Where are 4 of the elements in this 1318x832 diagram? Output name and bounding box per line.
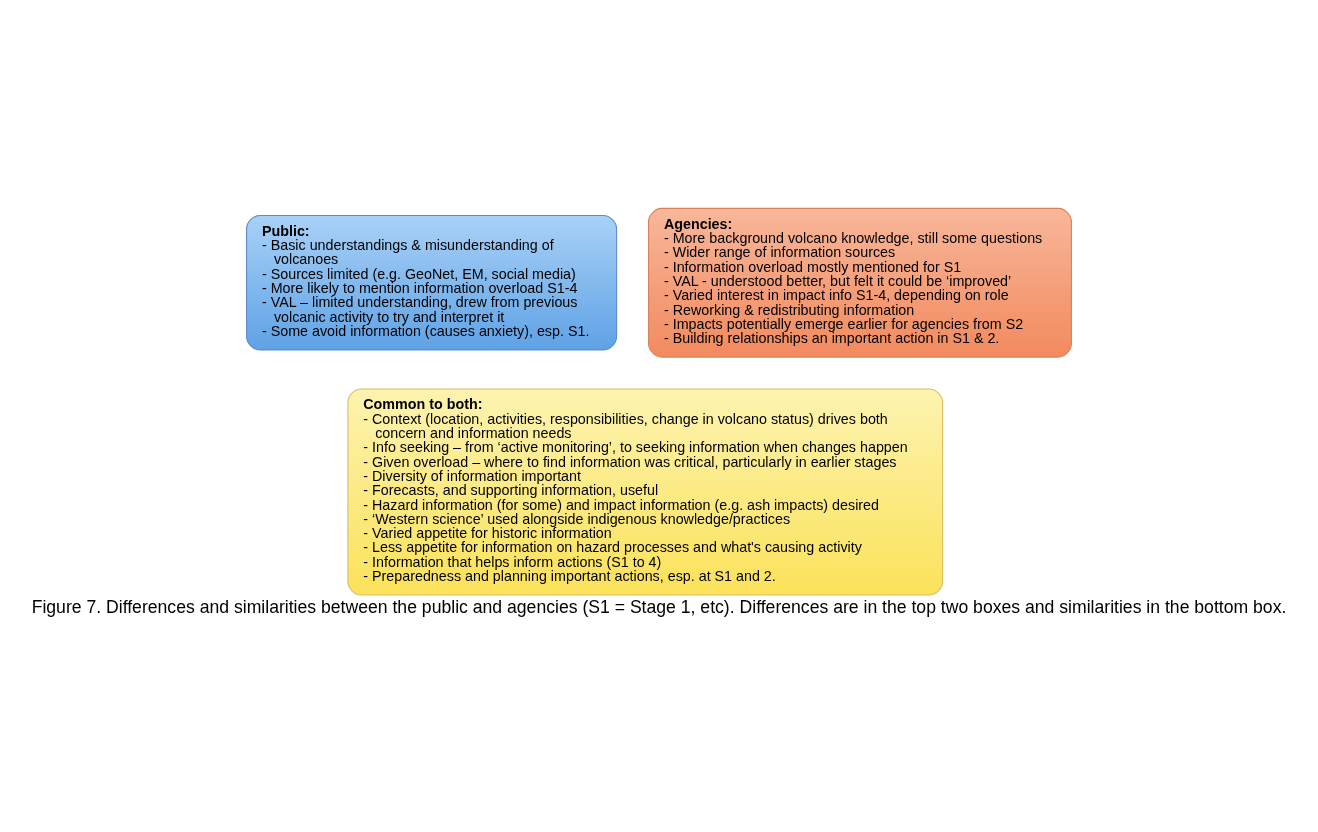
- node-box: Common to both: - Context (location, activities, responsibilities, change in volcano status) drives both concern and information needs - Info seeking – from ‘active monitoring’, to seeking information when changes happen - Given overload – where to find information was critical, particularly in earlier stages - Diversity of information important - Forecasts, and supporting information, useful - Hazard information (for some) and impact information (e.g. ash impacts) desired - ‘Western science’ used alongside indigenous knowledge/practices - Varied appetite for historic information - Less appetite for information on hazard processes and what's causing activity - Information that helps inform actions (S1 to 4) - Preparedness and planning important actions, esp. at S1 and 2.: [347, 388, 944, 596]
- node-box: Agencies: - More background volcano knowledge, still some questions - Wider range of information sources - Information overload mostly mentioned for S1 - VAL - understood better, but felt it could be ‘improved’ - Varied interest in impact info S1-4, depending on role - Reworking & redistributing information - Impacts potentially emerge earlier for agencies from S2 - Building relationships an important action in S1 & 2.: [648, 207, 1072, 358]
- caption: Figure 7. Differences and similarities between the public and agencies (S1 = Stage 1, etc). Differences are in the top two boxes and similarities in the bottom box.: [31, 597, 1287, 618]
- node-box: Public: - Basic understandings & misunderstanding of volcanoes - Sources limited (e.g. GeoNet, EM, social media) - More likely to mention information overload S1-4 - VAL – limited understanding, drew from previous volcanic activity to try and interpret it - Some avoid information (causes anxiety), esp. S1.: [246, 215, 618, 351]
